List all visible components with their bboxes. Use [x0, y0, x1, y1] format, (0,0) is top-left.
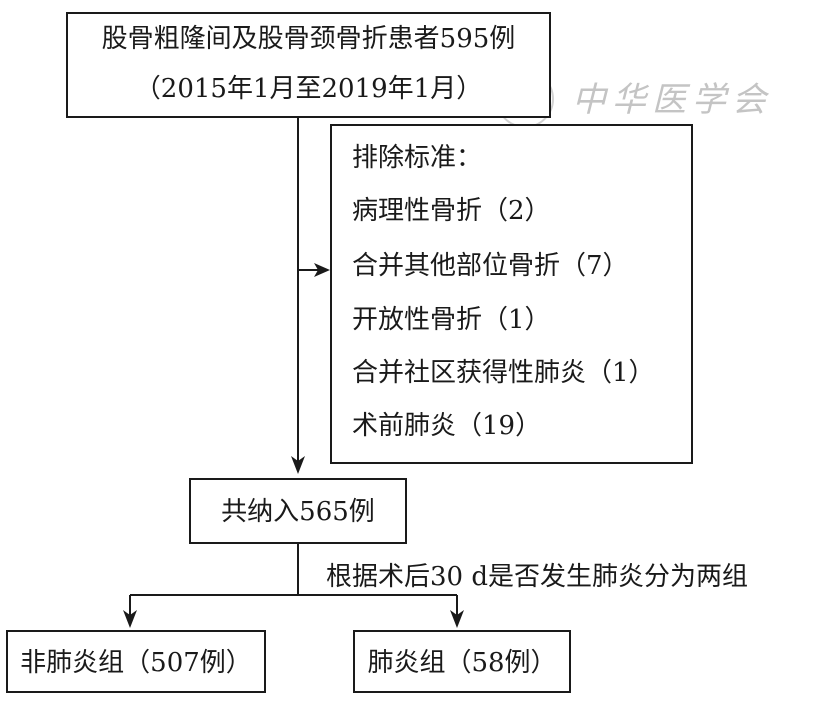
included-label: 共纳入565例	[221, 497, 375, 527]
watermark-text: 中华医学会	[572, 80, 772, 120]
included-box: 共纳入565例	[189, 478, 407, 544]
exclusion-item: 开放性骨折（1）	[352, 305, 551, 335]
arrowhead-down-group-right	[450, 610, 464, 628]
source-box-line1: 股骨粗隆间及股骨颈骨折患者595例	[101, 24, 516, 54]
exclusion-title: 排除标准：	[352, 143, 483, 173]
exclusion-item: 合并社区获得性肺炎（1）	[352, 358, 655, 388]
non-pneumonia-group-label: 非肺炎组（507例）	[20, 648, 252, 678]
split-criterion-label: 根据术后30 d是否发生肺炎分为两组	[326, 562, 748, 592]
non-pneumonia-group-box: 非肺炎组（507例）	[6, 630, 266, 693]
source-box-line2: （2015年1月至2019年1月）	[134, 74, 483, 104]
pneumonia-group-label: 肺炎组（58例）	[367, 648, 557, 678]
arrowhead-down-group-left	[123, 610, 137, 628]
exclusion-item: 病理性骨折（2）	[352, 196, 551, 226]
exclusion-item: 合并其他部位骨折（7）	[352, 251, 629, 281]
exclusion-criteria-box: 排除标准： 病理性骨折（2） 合并其他部位骨折（7） 开放性骨折（1） 合并社区…	[330, 124, 693, 464]
arrowhead-right-exclusion	[314, 263, 330, 277]
arrowhead-down-included	[291, 456, 305, 474]
exclusion-item: 术前肺炎（19）	[352, 411, 542, 441]
source-box: 股骨粗隆间及股骨颈骨折患者595例 （2015年1月至2019年1月）	[66, 12, 551, 118]
pneumonia-group-box: 肺炎组（58例）	[353, 630, 571, 693]
